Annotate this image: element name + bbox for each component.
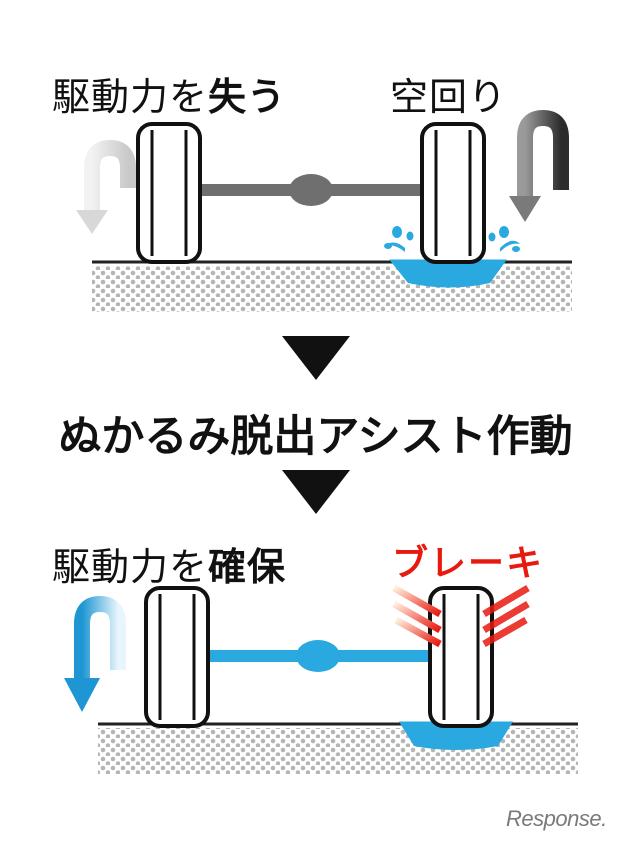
brake-label: ブレーキ [392,543,545,584]
water-splash-icon [384,226,520,252]
top-ground-dots [92,266,572,312]
rotation-arrow-icon [76,139,136,234]
top-right-label: 空回り [390,75,508,119]
top-differential [289,174,333,206]
bottom-left-label: 駆動力を確保 [52,536,286,591]
rotation-arrow-icon [64,595,126,712]
top-mud-water [388,258,508,288]
wheel-icon [144,586,210,728]
wheel-icon [420,122,486,264]
wheel-icon [136,122,202,264]
bottom-ground-dots [98,728,578,774]
bottom-differential [296,640,340,672]
down-triangle-icon [282,470,350,514]
top-scene [76,109,572,312]
top-left-label-bold: 失う [208,75,287,119]
bottom-scene [64,584,578,774]
rotation-arrow-icon [509,109,569,222]
bottom-left-label-bold: 確保 [208,545,287,589]
response-watermark: Response. [506,806,607,831]
top-left-label: 駆動力を失う [52,66,286,121]
bottom-left-label-plain: 駆動力を [52,545,209,589]
down-triangle-icon [282,336,350,380]
top-left-label-plain: 駆動力を [52,75,209,119]
brake-lines-icon [392,584,530,648]
bottom-mud-water [398,720,514,750]
middle-label: ぬかるみ脱出アシスト作動 [58,412,573,462]
wheel-icon [428,586,494,728]
